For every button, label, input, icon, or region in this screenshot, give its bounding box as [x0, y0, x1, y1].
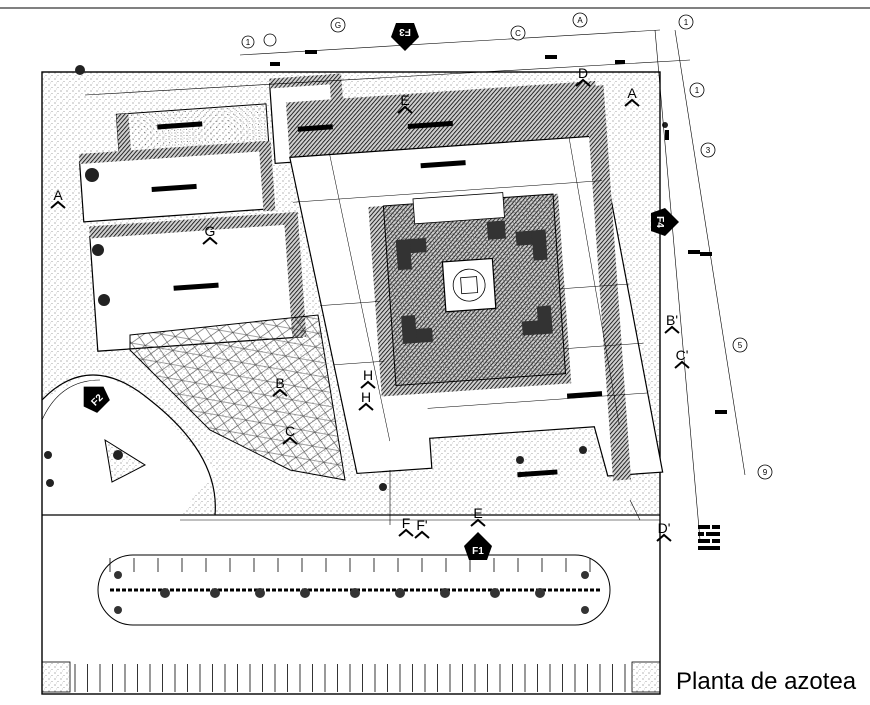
section-mark: F [398, 515, 414, 537]
grid-label: 1 [684, 18, 689, 27]
section-mark: E [397, 92, 413, 114]
section-mark: C [282, 423, 298, 445]
svg-text:A: A [627, 85, 637, 101]
svg-text:F: F [402, 515, 411, 531]
parking-island [97, 554, 611, 626]
section-mark: A [624, 85, 640, 107]
main-building [78, 73, 664, 481]
svg-text:C: C [285, 423, 295, 439]
section-mark: G [202, 223, 218, 245]
svg-text:H: H [363, 367, 373, 383]
svg-text:B: B [275, 375, 284, 391]
parking-trees [114, 571, 589, 614]
grid-bubbles [241, 12, 773, 480]
section-mark: D' [656, 520, 672, 542]
svg-text:F3: F3 [399, 26, 411, 37]
svg-text:C': C' [676, 347, 689, 363]
grid-label: G [335, 21, 341, 30]
grid-label: 1 [695, 86, 700, 95]
corner-planter-left [41, 661, 71, 693]
grid-label: A [577, 16, 583, 25]
svg-text:F': F' [416, 517, 427, 533]
section-mark: A [50, 187, 66, 209]
svg-text:H: H [361, 389, 371, 405]
grid-label: C [515, 29, 521, 38]
section-mark: E [470, 505, 486, 527]
grid-label: 5 [738, 341, 743, 350]
dimension-ticks [270, 50, 727, 414]
svg-text:G: G [205, 223, 216, 239]
facade-marker-icon: F3 [391, 23, 419, 51]
svg-text:E: E [400, 92, 409, 108]
section-mark: C' [674, 347, 690, 369]
trees-west [44, 65, 668, 491]
section-mark: B' [664, 312, 680, 334]
corner-planter-right [631, 661, 661, 693]
section-mark: F' [414, 517, 430, 539]
facade-marker-icon: F1 [464, 532, 492, 560]
svg-text:A: A [53, 187, 63, 203]
driveway-curve [41, 374, 216, 516]
grid-label: 1 [246, 38, 251, 47]
section-mark: D [575, 65, 591, 87]
planter-island [104, 438, 147, 483]
grid-label: 9 [763, 468, 768, 477]
facade-marker-icon: F2 [83, 386, 110, 413]
facade-marker-icon: F4 [651, 208, 679, 236]
svg-text:D': D' [658, 520, 671, 536]
section-mark: H [358, 389, 374, 411]
drawing-title: Planta de azotea [676, 668, 857, 695]
grid-label: 3 [706, 146, 711, 155]
svg-text:F1: F1 [472, 546, 484, 557]
north-symbol-icon [698, 525, 720, 550]
section-mark: B [272, 375, 288, 397]
parking-stalls [74, 558, 626, 692]
section-mark: H [360, 367, 376, 389]
svg-text:B': B' [666, 312, 678, 328]
svg-text:D: D [578, 65, 588, 81]
svg-text:F4: F4 [654, 216, 665, 228]
svg-text:E: E [473, 505, 482, 521]
